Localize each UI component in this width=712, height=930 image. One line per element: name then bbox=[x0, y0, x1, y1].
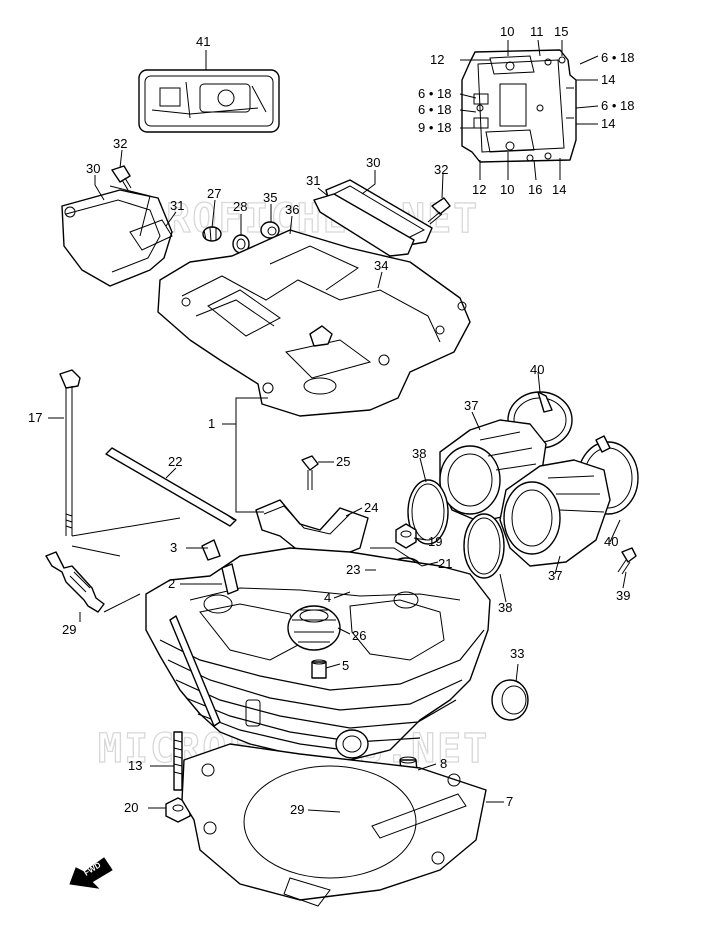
callout-23: 23 bbox=[346, 562, 360, 577]
callout-14-c: 14 bbox=[552, 182, 566, 197]
callout-38-top: 38 bbox=[412, 446, 426, 461]
part-37-intake-lower bbox=[499, 459, 611, 567]
callout-34: 34 bbox=[374, 258, 388, 273]
callout-31-left: 31 bbox=[170, 198, 184, 213]
part-2-part-3-valve-guides bbox=[201, 539, 239, 595]
valve-cover-top-view bbox=[461, 49, 577, 163]
callout-26: 26 bbox=[352, 628, 366, 643]
callout-16: 16 bbox=[528, 182, 542, 197]
callout-29-left: 29 bbox=[62, 622, 76, 637]
callout-28: 28 bbox=[233, 199, 247, 214]
callout-30-right: 30 bbox=[366, 155, 380, 170]
callout-6-18-d: 6 • 18 bbox=[601, 98, 634, 113]
callout-6-18-c: 6 • 18 bbox=[418, 102, 451, 117]
callout-35: 35 bbox=[263, 190, 277, 205]
callout-2: 2 bbox=[168, 576, 175, 591]
callout-22: 22 bbox=[168, 454, 182, 469]
cylinder-head bbox=[145, 547, 491, 761]
callout-10-top: 10 bbox=[500, 24, 514, 39]
callout-32-right: 32 bbox=[434, 162, 448, 177]
cylinder-head-cover bbox=[157, 229, 471, 417]
callout-30-left: 30 bbox=[86, 161, 100, 176]
callout-40-top: 40 bbox=[530, 362, 544, 377]
part-30-left-cap bbox=[61, 189, 173, 287]
part-38-oring-lower bbox=[463, 513, 505, 579]
part-38-oring-upper bbox=[407, 479, 449, 545]
callout-31-right: 31 bbox=[306, 173, 320, 188]
part-35-plug bbox=[260, 221, 280, 239]
callout-7: 7 bbox=[506, 794, 513, 809]
callout-29-bottom: 29 bbox=[290, 802, 304, 817]
callout-24: 24 bbox=[364, 500, 378, 515]
callout-39: 39 bbox=[616, 588, 630, 603]
callout-40-bottom: 40 bbox=[604, 534, 618, 549]
callout-6-18-b: 6 • 18 bbox=[418, 86, 451, 101]
callout-3: 3 bbox=[170, 540, 177, 555]
callout-8: 8 bbox=[440, 756, 447, 771]
callout-12-top: 12 bbox=[430, 52, 444, 67]
part-39-bolt bbox=[617, 547, 637, 575]
callout-13: 13 bbox=[128, 758, 142, 773]
callout-17: 17 bbox=[28, 410, 42, 425]
callout-36: 36 bbox=[285, 202, 299, 217]
part-29-spark-plug-left bbox=[45, 551, 105, 613]
part-32-bolt-left bbox=[111, 165, 132, 191]
callout-41: 41 bbox=[196, 34, 210, 49]
callout-37-bottom: 37 bbox=[548, 568, 562, 583]
callout-11: 11 bbox=[530, 24, 544, 39]
callout-15: 15 bbox=[554, 24, 568, 39]
callout-10-bottom: 10 bbox=[500, 182, 514, 197]
part-19-nut bbox=[395, 523, 417, 549]
callout-20: 20 bbox=[124, 800, 138, 815]
callout-9-18: 9 • 18 bbox=[418, 120, 451, 135]
fwd-arrow-icon: FWD bbox=[69, 857, 113, 889]
callout-14-a: 14 bbox=[601, 72, 615, 87]
part-25-bolt bbox=[301, 455, 319, 490]
callout-4: 4 bbox=[324, 590, 331, 605]
part-17-stud bbox=[59, 369, 81, 536]
callout-1: 1 bbox=[208, 416, 215, 431]
callout-37-top: 37 bbox=[464, 398, 478, 413]
callout-27: 27 bbox=[207, 186, 221, 201]
callout-33: 33 bbox=[510, 646, 524, 661]
callout-5: 5 bbox=[342, 658, 349, 673]
part-22-rod bbox=[105, 447, 237, 527]
callout-32-left: 32 bbox=[113, 136, 127, 151]
part-30-right-cover bbox=[313, 179, 433, 257]
callout-6-18-a: 6 • 18 bbox=[601, 50, 634, 65]
callout-25: 25 bbox=[336, 454, 350, 469]
part-13-stud bbox=[173, 731, 183, 791]
callout-19: 19 bbox=[428, 534, 442, 549]
callout-38-bottom: 38 bbox=[498, 600, 512, 615]
part-41-gasket-set bbox=[138, 69, 280, 133]
leader-lines bbox=[48, 39, 627, 813]
callout-21: 21 bbox=[438, 556, 452, 571]
part-26-cam-sprocket bbox=[287, 605, 341, 651]
part-27-plug bbox=[202, 226, 222, 242]
part-24-guide bbox=[255, 499, 369, 561]
callout-14-b: 14 bbox=[601, 116, 615, 131]
part-7-head-gasket bbox=[181, 743, 487, 907]
part-5-cap bbox=[311, 659, 327, 679]
callout-labels: 41 10 11 15 12 6 • 18 14 6 • 18 6 • 18 6… bbox=[28, 24, 634, 817]
part-32-bolt-right bbox=[427, 197, 451, 225]
part-33-plug bbox=[491, 679, 529, 721]
callout-12-bottom: 12 bbox=[472, 182, 486, 197]
